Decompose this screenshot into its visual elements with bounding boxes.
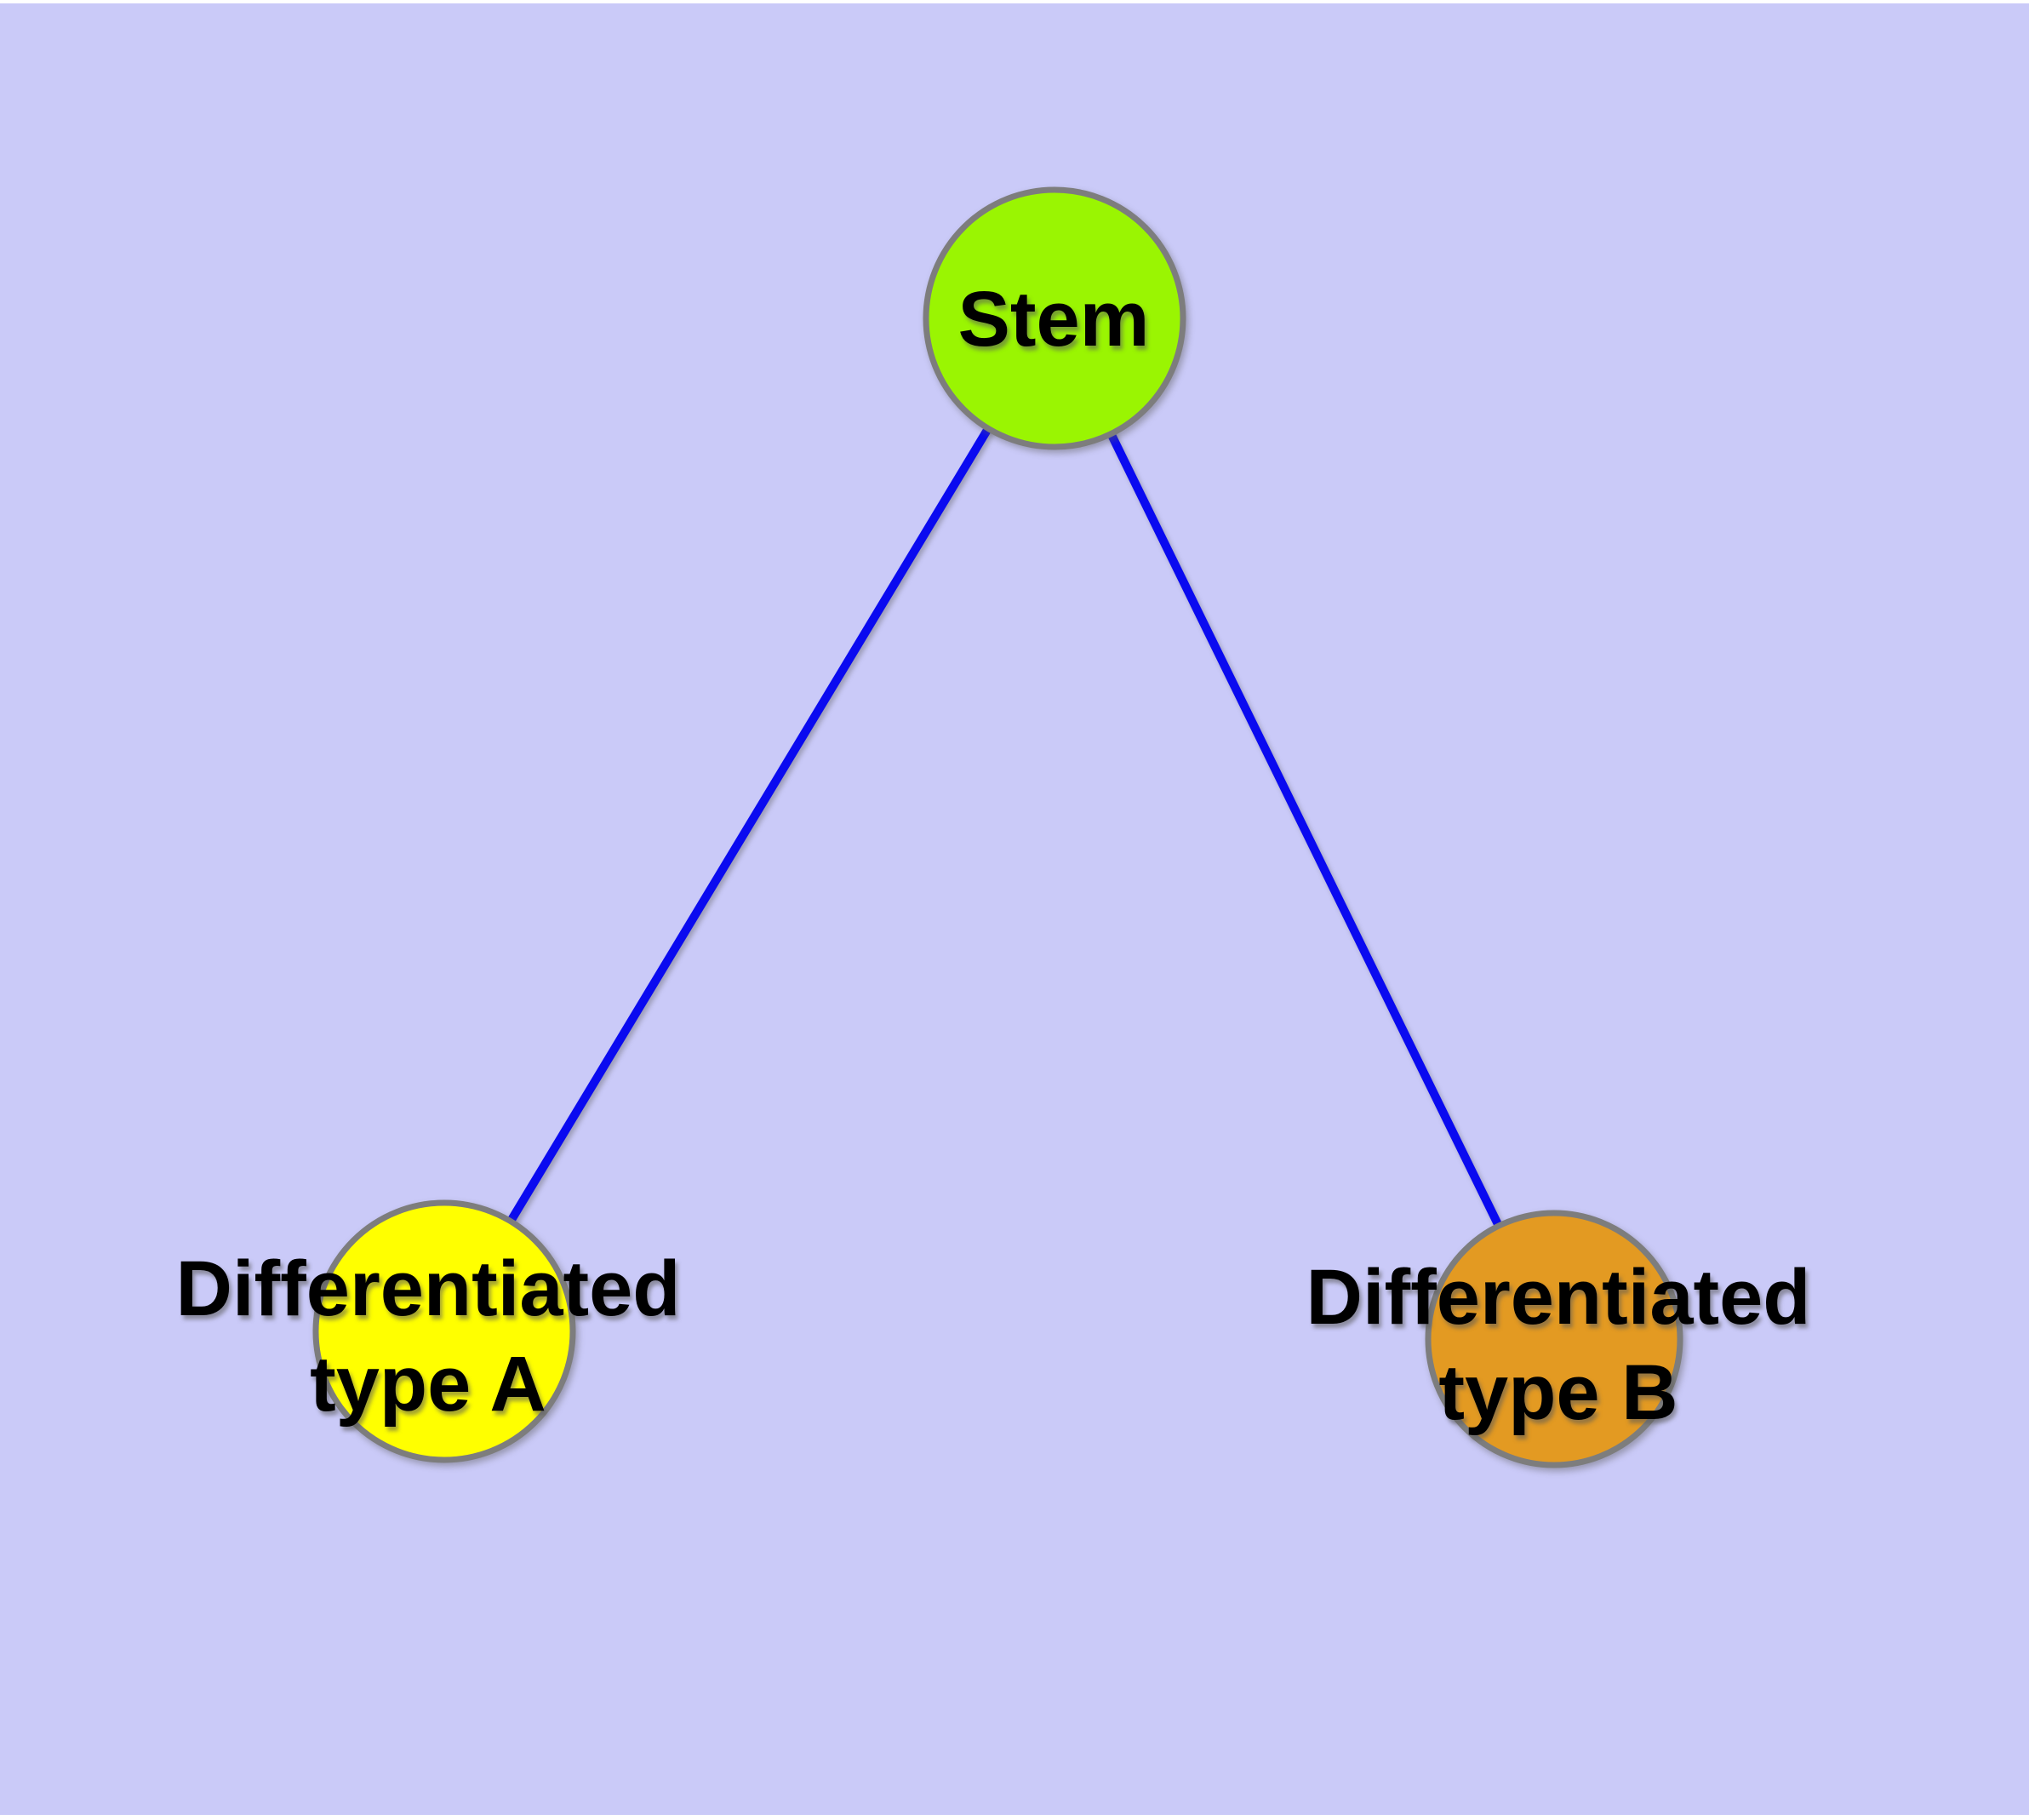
node-type-b-circle <box>1425 1210 1683 1468</box>
node-type-a-circle <box>312 1199 576 1463</box>
edge-stem-to-type-a <box>440 316 1059 1334</box>
node-stem-circle <box>923 186 1186 450</box>
edge-stem-to-type-b <box>1050 316 1558 1342</box>
